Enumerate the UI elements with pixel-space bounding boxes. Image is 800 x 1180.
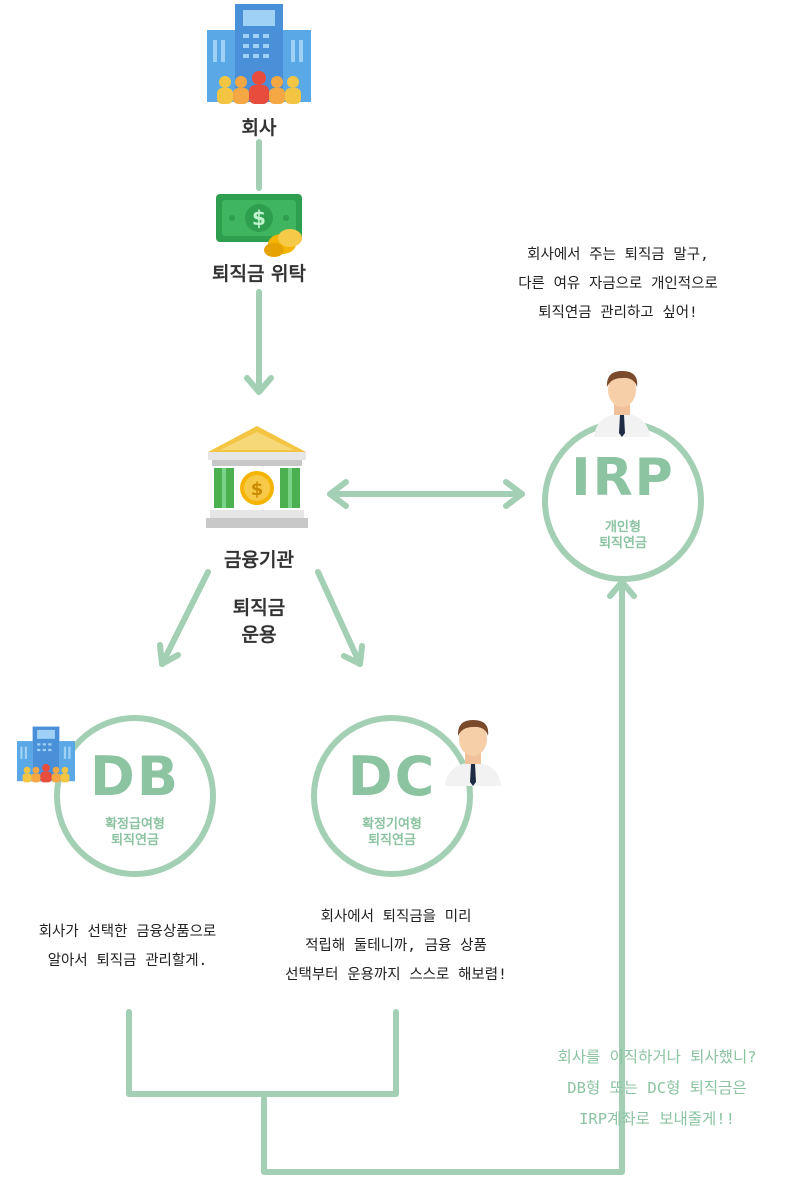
operation-line2: 운용	[241, 624, 277, 646]
irp-note-line: 퇴직연금 관리하고 싶어!	[538, 305, 698, 321]
svg-text:$: $	[251, 479, 264, 500]
company-building-icon	[17, 726, 75, 783]
db-note-line: 회사가 선택한 금융상품으로	[38, 924, 217, 940]
line-merge-irp	[261, 579, 625, 1175]
db-note-line: 알아서 퇴직금 관리할게.	[47, 953, 208, 969]
irp-sub2: 퇴직연금	[599, 536, 647, 551]
svg-text:$: $	[252, 206, 266, 230]
arrowhead-irp-bottom	[607, 579, 637, 599]
line-bank-dc	[315, 569, 363, 667]
arrowhead-bank	[244, 375, 274, 395]
irp-title: IRP	[571, 448, 675, 508]
bank-label: 금융기관	[224, 549, 294, 571]
arrowhead-db	[157, 642, 181, 667]
operation-line1: 퇴직금	[232, 597, 286, 619]
dc-note: 회사에서 퇴직금을 미리 적립해 둘테니까, 금융 상품 선택부터 운용까지 스…	[262, 903, 530, 990]
arrowhead-dc	[341, 643, 365, 667]
transfer-note-line: 회사를 이직하거나 퇴사했니?	[557, 1048, 757, 1066]
transfer-note: 회사를 이직하거나 퇴사했니? DB형 또는 DC형 퇴직금은 IRP계좌로 보…	[522, 1042, 792, 1135]
db-title: DB	[90, 745, 180, 808]
bank-icon: $	[206, 426, 308, 528]
line-db-dc-merge	[126, 1009, 399, 1097]
dc-title: DC	[347, 745, 437, 808]
arrowhead-irp-side	[503, 479, 525, 509]
person-icon	[445, 720, 501, 786]
db-sub1: 확정급여형	[105, 817, 165, 832]
db-circle: DB 확정급여형 퇴직연금	[54, 715, 216, 877]
deposit-label: 퇴직금 위탁	[211, 263, 306, 285]
irp-circle: IRP 개인형 퇴직연금	[542, 420, 704, 582]
db-note: 회사가 선택한 금융상품으로 알아서 퇴직금 관리할게.	[10, 918, 245, 976]
money-bill-icon: $	[216, 194, 302, 257]
person-icon	[594, 371, 650, 437]
company-building-icon	[207, 4, 311, 104]
dc-sub1: 확정기여형	[362, 817, 422, 832]
dc-subtitle: 확정기여형 퇴직연금	[317, 817, 467, 849]
irp-note-line: 다른 여유 자금으로 개인적으로	[518, 276, 718, 292]
dc-note-line: 선택부터 운용까지 스스로 해보렴!	[285, 967, 507, 983]
dc-circle: DC 확정기여형 퇴직연금	[311, 715, 473, 877]
dc-note-line: 적립해 둘테니까, 금융 상품	[305, 938, 487, 954]
operation-label: 퇴직금 운용	[214, 595, 304, 649]
dc-sub2: 퇴직연금	[368, 833, 416, 848]
irp-sub1: 개인형	[605, 520, 641, 535]
irp-note: 회사에서 주는 퇴직금 말구, 다른 여유 자금으로 개인적으로 퇴직연금 관리…	[488, 241, 748, 328]
transfer-note-line: IRP계좌로 보내줄게!!	[579, 1110, 735, 1128]
company-label: 회사	[241, 117, 277, 139]
irp-note-line: 회사에서 주는 퇴직금 말구,	[527, 247, 709, 263]
db-sub2: 퇴직연금	[111, 833, 159, 848]
transfer-note-line: DB형 또는 DC형 퇴직금은	[567, 1079, 747, 1097]
dc-note-line: 회사에서 퇴직금을 미리	[320, 909, 472, 925]
db-subtitle: 확정급여형 퇴직연금	[60, 817, 210, 849]
arrowhead-bank-side	[327, 479, 349, 509]
line-bank-db	[159, 569, 211, 667]
irp-subtitle: 개인형 퇴직연금	[548, 520, 698, 552]
